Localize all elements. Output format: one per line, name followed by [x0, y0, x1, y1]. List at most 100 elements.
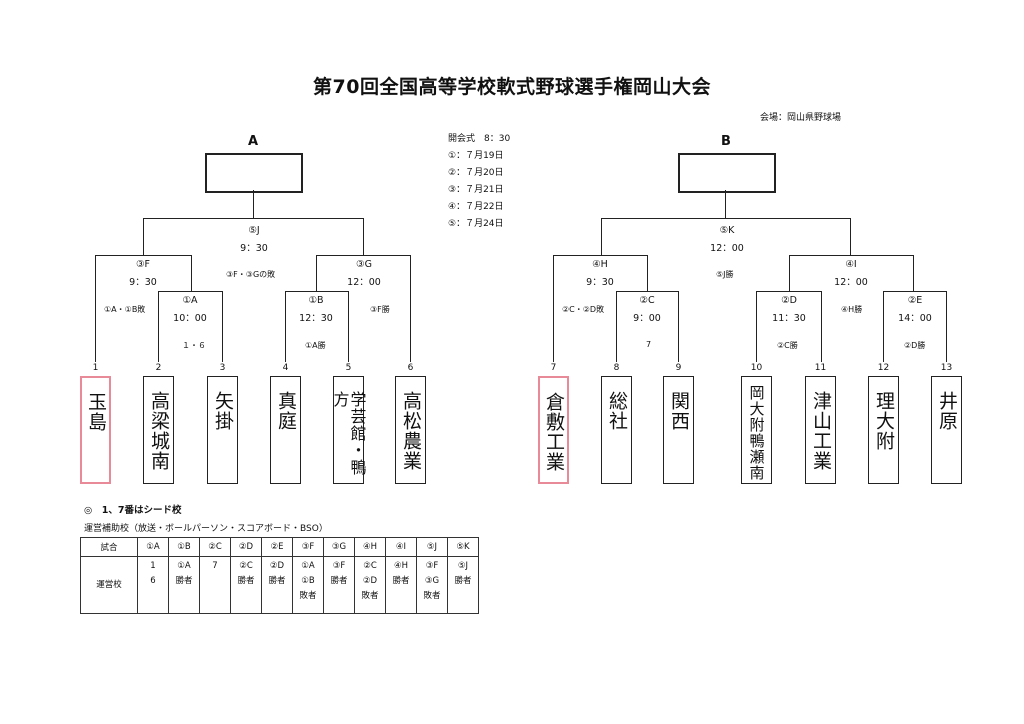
bracket-line — [946, 291, 947, 362]
game-id: ②D — [781, 295, 797, 306]
bracket-line — [601, 218, 602, 255]
table-row-label: 運営校 — [80, 556, 138, 614]
bracket-line — [821, 291, 822, 362]
bracket-line — [363, 218, 364, 255]
bracket-line — [789, 255, 790, 291]
game-id: ⑤K — [719, 225, 735, 236]
team-number: 10 — [750, 363, 763, 373]
game-left-semi-b: ④H 9：30 — [565, 256, 635, 292]
operating-schools-table: 試合 ①A ①B ②C ②D ②E ③F ③G ④H ④I ⑤J ⑤K 運営校 … — [80, 537, 479, 614]
note-right-semi-a: ③F勝 — [370, 305, 390, 314]
game-id: ②C — [639, 295, 655, 306]
table-header-cell: ②E — [261, 537, 293, 557]
team-name: 理大附 — [873, 391, 895, 451]
cell-line: 7 — [212, 561, 218, 571]
bracket-line — [95, 255, 96, 362]
cell-line: 勝者 — [237, 576, 255, 586]
game-c: ②C 9：00 — [612, 292, 682, 328]
bracket-line — [756, 291, 822, 292]
team-number: 1 — [92, 363, 99, 373]
team-name: 高松農業 — [400, 391, 422, 471]
schedule-item: ④：７月22日 — [448, 202, 504, 212]
game-id: ③F — [136, 259, 150, 270]
team-box: 井原 — [931, 376, 962, 484]
cell-line: ②C — [239, 561, 253, 571]
block-b-label: B — [721, 134, 731, 149]
team-box-seed: 玉島 — [80, 376, 111, 484]
game-time: 12：30 — [299, 313, 333, 324]
cell-line: ①A — [301, 561, 315, 571]
bracket-line — [285, 291, 286, 362]
game-time: 10：00 — [173, 313, 207, 324]
bracket-line — [316, 255, 317, 291]
bracket-line — [789, 255, 914, 256]
cell-line: ⑤J — [457, 561, 469, 571]
cell-line: 敗者 — [361, 591, 379, 601]
team-number: 6 — [407, 363, 414, 373]
bracket-line — [553, 255, 554, 362]
cell-line: 勝者 — [175, 576, 193, 586]
table-header-cell: 試合 — [80, 537, 138, 557]
team-box: 高梁城南 — [143, 376, 174, 484]
game-d: ②D 11：30 — [754, 292, 824, 328]
game-time: 9：30 — [240, 243, 268, 254]
note-right-semi-b: ④H勝 — [841, 305, 863, 314]
bracket-line — [601, 218, 851, 219]
team-box: 津山工業 — [805, 376, 836, 484]
cell-line: 勝者 — [454, 576, 472, 586]
team-number: 9 — [675, 363, 682, 373]
cell-line: 敗者 — [299, 591, 317, 601]
team-name: 矢掛 — [212, 391, 234, 431]
bracket-line — [616, 291, 679, 292]
game-right-semi-a: ③G 12：00 — [329, 256, 399, 292]
game-time: 11：30 — [772, 313, 806, 324]
team-name: 学芸館・鴨方 — [330, 391, 367, 476]
cell-line: 勝者 — [392, 576, 410, 586]
table-header-cell: ⑤K — [447, 537, 479, 557]
bracket-line — [410, 255, 411, 362]
table-header-cell: ③G — [323, 537, 355, 557]
note-game-b: ①A勝 — [305, 341, 326, 350]
table-cell: ②C 勝者 — [230, 556, 262, 614]
bracket-line — [316, 255, 411, 256]
team-name: 津山工業 — [810, 391, 832, 471]
note-final-a: ③F・③Gの敗 — [226, 270, 276, 279]
game-id: ①B — [308, 295, 324, 306]
table-header-cell: ③F — [292, 537, 324, 557]
note-left-semi-a: ①A・①B敗 — [104, 305, 146, 314]
game-e: ②E 14：00 — [880, 292, 950, 328]
game-id: ④H — [592, 259, 608, 270]
cell-line: 勝者 — [268, 576, 286, 586]
game-id: ③G — [356, 259, 372, 270]
note-game-c: 7 — [646, 340, 652, 349]
team-box: 学芸館・鴨方 — [330, 376, 367, 484]
table-cell: ⑤J 勝者 — [447, 556, 479, 614]
game-time: 9：30 — [129, 277, 157, 288]
cell-line: ②C — [363, 561, 377, 571]
team-box: 総社 — [601, 376, 632, 484]
team-number: 5 — [345, 363, 352, 373]
table-header-cell: ②D — [230, 537, 262, 557]
team-name: 岡大附鴨瀬南 — [747, 385, 766, 481]
game-left-semi-a: ③F 9：30 — [108, 256, 178, 292]
block-b-winner-box — [678, 153, 776, 193]
table-header-cell: ④I — [385, 537, 417, 557]
team-box: 高松農業 — [395, 376, 426, 484]
note-game-a: １・６ — [182, 341, 206, 350]
bracket-line — [883, 291, 884, 362]
game-id: ④I — [845, 259, 857, 270]
cell-line: 6 — [150, 576, 156, 586]
table-header-cell: ②C — [199, 537, 231, 557]
game-right-semi-b: ④I 12：00 — [816, 256, 886, 292]
cell-line: 敗者 — [423, 591, 441, 601]
team-name: 真庭 — [275, 391, 297, 431]
team-box: 真庭 — [270, 376, 301, 484]
schedule-item: ①：７月19日 — [448, 151, 504, 161]
team-name: 関西 — [668, 391, 690, 431]
team-number: 4 — [282, 363, 289, 373]
bracket-line — [253, 190, 254, 218]
table-cell: 7 — [199, 556, 231, 614]
